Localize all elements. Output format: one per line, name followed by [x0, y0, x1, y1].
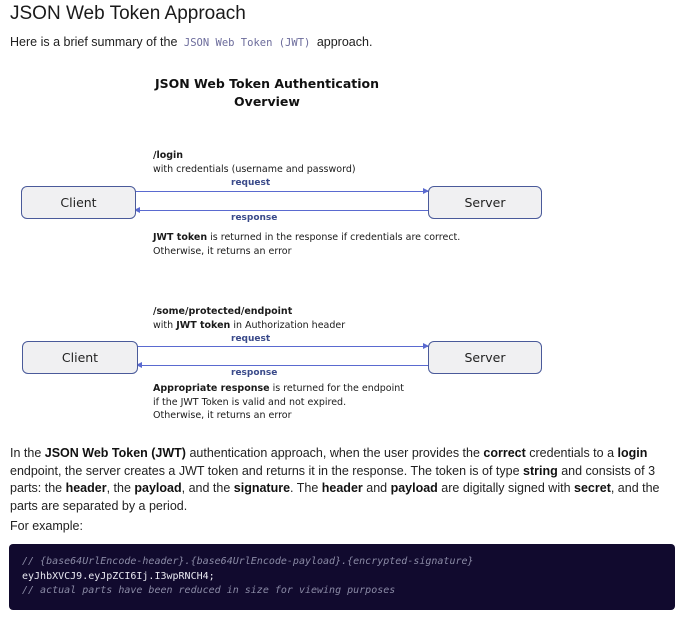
- login-response-note: JWT token is returned in the response if…: [153, 231, 460, 258]
- page-title: JSON Web Token Approach: [10, 3, 246, 24]
- login-response-label: response: [231, 213, 278, 223]
- para-text: . The: [290, 481, 322, 495]
- para-bold: string: [523, 463, 558, 478]
- login-response-rest: is returned in the response if credentia…: [207, 232, 461, 243]
- protected-response-arrow: [136, 362, 428, 368]
- protected-request-bold: JWT token: [176, 319, 231, 331]
- protected-response-label: response: [231, 368, 278, 378]
- para-text: and consists of 3 parts: the: [10, 463, 656, 496]
- login-request-note: /login with credentials (username and pa…: [153, 149, 356, 176]
- para-bold: correct: [483, 446, 526, 460]
- para-text: , and the: [181, 481, 234, 495]
- login-request-arrow: [135, 188, 429, 194]
- para-bold: header: [321, 481, 363, 495]
- login-response-arrow: [134, 207, 428, 213]
- client-box-protected: Client: [22, 341, 138, 374]
- diagram-title: JSON Web Token Authentication Overview: [140, 75, 394, 111]
- login-request-detail: with credentials (username and password): [153, 163, 356, 175]
- para-text: , and the parts are separated by a perio…: [10, 481, 660, 513]
- protected-response-rest: is returned for the endpoint: [269, 383, 404, 394]
- intro-suffix: approach.: [313, 35, 373, 49]
- para-text: are digitally signed with: [437, 481, 575, 495]
- login-endpoint: /login: [153, 150, 184, 161]
- para-bold: JSON Web Token (JWT): [44, 446, 186, 460]
- diagram-title-line2: Overview: [234, 94, 300, 109]
- protected-response-note: Appropriate response is returned for the…: [153, 382, 404, 423]
- para-bold: header: [65, 481, 107, 495]
- protected-response-line3: Otherwise, it returns an error: [153, 410, 292, 421]
- jwt-description-paragraph: In the JSON Web Token (JWT) authenticati…: [10, 445, 680, 515]
- protected-request-note: /some/protected/endpoint with JWT token …: [153, 305, 345, 332]
- protected-response-bold: Appropriate response: [153, 383, 270, 394]
- protected-request-suffix: in Authorization header: [230, 319, 346, 331]
- login-response-bold: JWT token: [153, 232, 208, 243]
- protected-request-arrow: [137, 343, 429, 349]
- code-comment-line: // {base64UrlEncode-header}.{base64UrlEn…: [22, 556, 474, 567]
- for-example-label: For example:: [10, 519, 83, 533]
- jwt-overview-diagram: JSON Web Token Authentication Overview /…: [0, 60, 700, 440]
- para-bold: payload: [134, 481, 182, 495]
- para-text: In the: [10, 446, 45, 460]
- login-request-label: request: [231, 178, 271, 188]
- para-text: , the: [106, 481, 135, 495]
- para-bold: secret: [574, 481, 611, 495]
- client-box-login: Client: [21, 186, 136, 219]
- para-text: credentials to a: [525, 446, 618, 460]
- intro-text: Here is a brief summary of the JSON Web …: [10, 35, 372, 49]
- para-text: authentication approach, when the user p…: [185, 446, 484, 460]
- inline-code-jwt: JSON Web Token (JWT): [183, 37, 311, 49]
- diagram-title-line1: JSON Web Token Authentication: [154, 76, 380, 91]
- server-box-login: Server: [428, 186, 542, 219]
- code-comment-line: // actual parts have been reduced in siz…: [22, 585, 396, 596]
- intro-prefix: Here is a brief summary of the: [10, 35, 181, 49]
- para-bold: payload: [390, 481, 438, 495]
- para-bold: login: [617, 446, 648, 460]
- server-box-protected: Server: [428, 341, 542, 374]
- code-token-line: eyJhbXVCJ9.eyJpZCI6Ij.I3wpRNCH4;: [22, 570, 215, 582]
- login-response-line2: Otherwise, it returns an error: [153, 245, 292, 257]
- para-text: and: [362, 481, 391, 495]
- protected-response-line2: if the JWT Token is valid and not expire…: [153, 396, 347, 408]
- protected-request-prefix: with: [153, 319, 177, 331]
- para-bold: signature: [233, 481, 291, 495]
- protected-endpoint: /some/protected/endpoint: [153, 306, 293, 317]
- code-block[interactable]: // {base64UrlEncode-header}.{base64UrlEn…: [9, 544, 675, 610]
- protected-request-label: request: [231, 334, 271, 344]
- para-text: endpoint, the server creates a JWT token…: [10, 463, 524, 478]
